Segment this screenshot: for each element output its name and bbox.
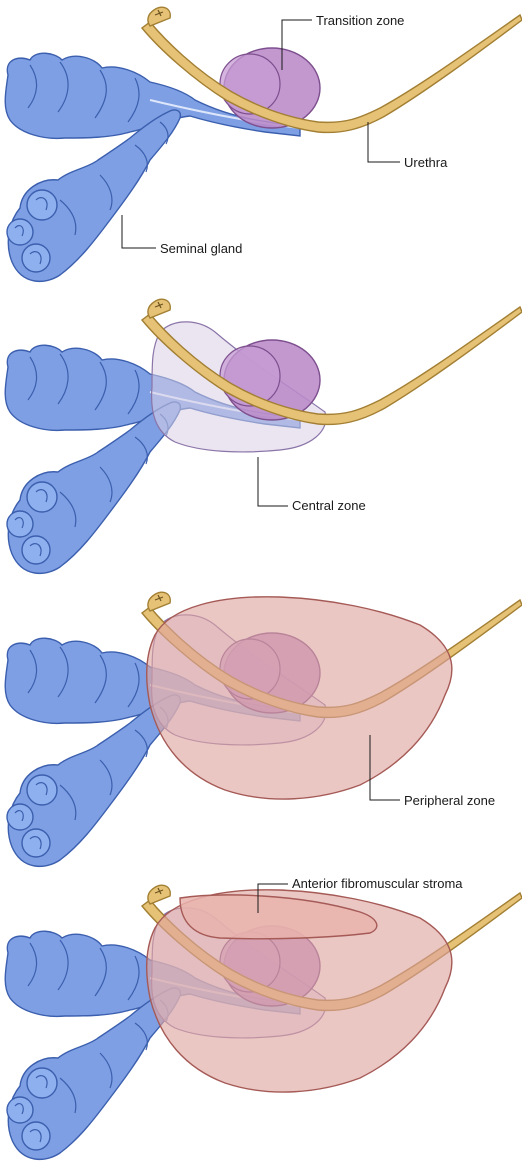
central-zone-leader: [257, 457, 288, 507]
panel-anterior-fibromuscular-stroma: Anterior fibromuscular stroma: [4, 876, 522, 1161]
stroma-leader: [257, 883, 288, 913]
label-peripheral-zone: Peripheral zone: [404, 793, 495, 808]
urethra-leader: [367, 122, 400, 163]
label-urethra: Urethra: [404, 155, 448, 170]
label-central-zone: Central zone: [292, 498, 366, 513]
panel-transition-zone: Transition zone Urethra Seminal gland: [4, 6, 522, 283]
label-transition-zone: Transition zone: [316, 13, 404, 28]
panel-central-zone: Central zone: [4, 298, 522, 575]
peripheral-zone-shape: [146, 596, 453, 800]
label-anterior-fibromuscular-stroma: Anterior fibromuscular stroma: [292, 876, 463, 891]
label-seminal-gland: Seminal gland: [160, 241, 242, 256]
seminal-gland-leader: [121, 215, 156, 249]
transition-zone-leader: [281, 19, 312, 70]
panel-peripheral-zone: Peripheral zone: [4, 591, 522, 868]
peripheral-zone-leader: [369, 735, 400, 801]
